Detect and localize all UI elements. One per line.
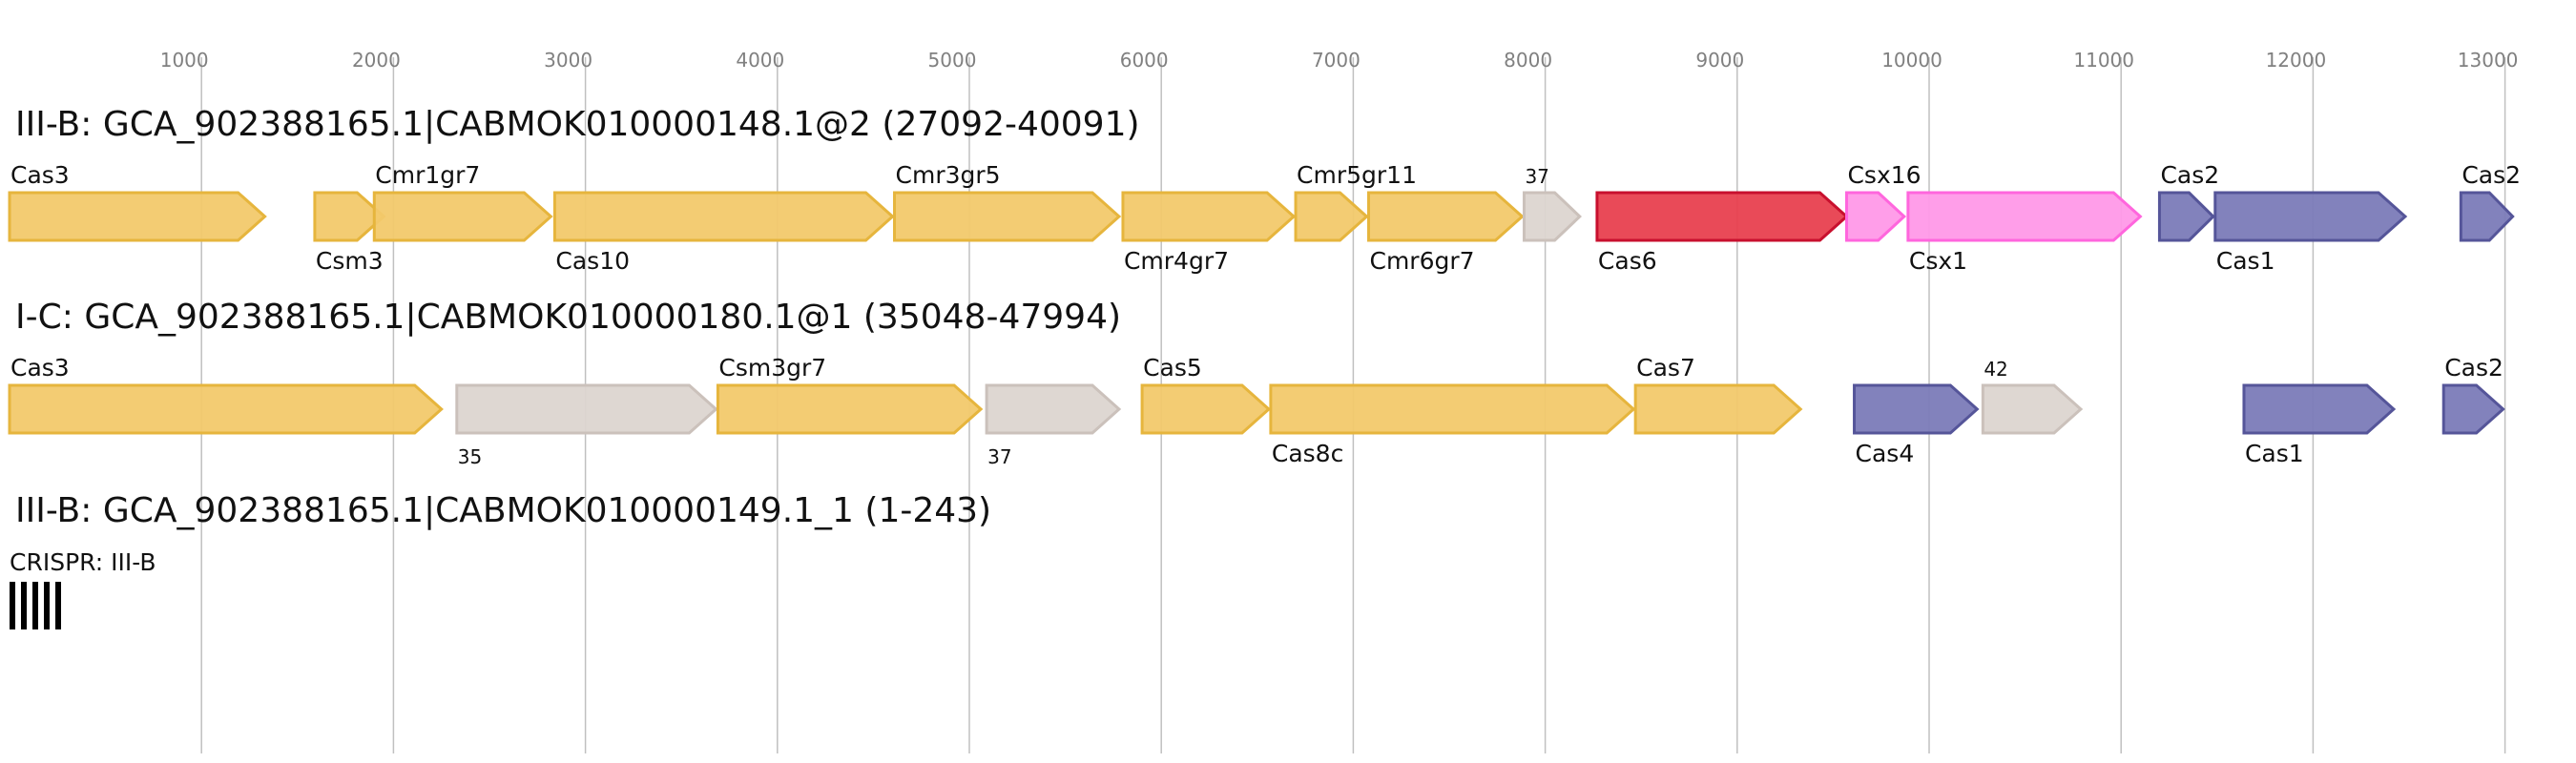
gene-label: Cas2 bbox=[2444, 354, 2503, 382]
track: I-C: GCA_902388165.1|CABMOK010000180.1@1… bbox=[8, 298, 2505, 468]
gene-label: 37 bbox=[1525, 165, 1548, 188]
gene-arrow[interactable] bbox=[1906, 191, 2143, 242]
gene-arrow[interactable] bbox=[455, 383, 718, 435]
crispr-repeat bbox=[55, 582, 61, 629]
tick-label: 8000 bbox=[1504, 49, 1552, 72]
tick-label: 3000 bbox=[544, 49, 592, 72]
gene-arrow[interactable] bbox=[2157, 191, 2215, 242]
gene-label: Cmr6gr7 bbox=[1369, 247, 1474, 275]
gene-label: Cas7 bbox=[1636, 354, 1695, 382]
tick-label: 5000 bbox=[928, 49, 977, 72]
crispr-repeat bbox=[21, 582, 27, 629]
tick-label: 11000 bbox=[2073, 49, 2134, 72]
gene-arrow[interactable] bbox=[1366, 191, 1525, 242]
gene-label: Cmr4gr7 bbox=[1124, 247, 1229, 275]
gene-label: Cas10 bbox=[555, 247, 630, 275]
gene-label: 42 bbox=[1984, 358, 2007, 381]
tick-label: 10000 bbox=[1881, 49, 1942, 72]
tracks: III-B: GCA_902388165.1|CABMOK010000148.1… bbox=[8, 105, 2521, 629]
gene-arrow[interactable] bbox=[1269, 383, 1636, 435]
gene-arrow[interactable] bbox=[8, 191, 267, 242]
tick-label: 2000 bbox=[352, 49, 401, 72]
gene-label: Cas2 bbox=[2462, 161, 2521, 189]
tick-label: 6000 bbox=[1120, 49, 1169, 72]
tick-label: 13000 bbox=[2458, 49, 2519, 72]
gene-label: Csx1 bbox=[1909, 247, 1967, 275]
gene-label: Cmr1gr7 bbox=[375, 161, 480, 189]
tick-label: 12000 bbox=[2266, 49, 2327, 72]
gene-arrow[interactable] bbox=[716, 383, 984, 435]
gene-label: Cas3 bbox=[10, 161, 70, 189]
gene-label: Csm3gr7 bbox=[718, 354, 826, 382]
gene-arrow[interactable] bbox=[372, 191, 553, 242]
gene-arrow[interactable] bbox=[893, 191, 1122, 242]
track-title: III-B: GCA_902388165.1|CABMOK010000148.1… bbox=[15, 105, 1140, 144]
track-title: III-B: GCA_902388165.1|CABMOK010000149.1… bbox=[15, 491, 991, 530]
gene-arrow[interactable] bbox=[985, 383, 1122, 435]
gene-label: Csm3 bbox=[316, 247, 384, 275]
crispr-repeat bbox=[44, 582, 50, 629]
track-title: I-C: GCA_902388165.1|CABMOK010000180.1@1… bbox=[15, 298, 1121, 337]
gene-label: Cas3 bbox=[10, 354, 70, 382]
gene-label: Cmr3gr5 bbox=[896, 161, 1001, 189]
gene-label: 35 bbox=[458, 445, 482, 468]
crispr-array-label: CRISPR: III-B bbox=[10, 548, 156, 576]
gene-label: Cas1 bbox=[2216, 247, 2275, 275]
gene-arrow[interactable] bbox=[1121, 191, 1297, 242]
gene-arrow[interactable] bbox=[1140, 383, 1272, 435]
gene-arrow[interactable] bbox=[8, 383, 444, 435]
tick-label: 4000 bbox=[736, 49, 784, 72]
gene-arrow[interactable] bbox=[1844, 191, 1907, 242]
gene-label: Cas1 bbox=[2245, 440, 2304, 467]
gene-arrow[interactable] bbox=[1633, 383, 1803, 435]
gene-arrow[interactable] bbox=[1981, 383, 2084, 435]
gene-arrow[interactable] bbox=[313, 191, 386, 242]
gene-arrow[interactable] bbox=[2459, 191, 2515, 242]
tick-label: 9000 bbox=[1695, 49, 1744, 72]
crispr-repeat bbox=[32, 582, 38, 629]
gene-arrow[interactable] bbox=[552, 191, 895, 242]
gene-arrow[interactable] bbox=[2213, 191, 2408, 242]
gene-arrow[interactable] bbox=[2242, 383, 2397, 435]
gene-arrow[interactable] bbox=[2441, 383, 2505, 435]
gene-label: Cas2 bbox=[2160, 161, 2219, 189]
track: III-B: GCA_902388165.1|CABMOK010000148.1… bbox=[8, 105, 2521, 275]
gene-arrow[interactable] bbox=[1522, 191, 1582, 242]
gene-arrow[interactable] bbox=[1294, 191, 1369, 242]
tick-label: 7000 bbox=[1312, 49, 1361, 72]
gene-label: Cas6 bbox=[1598, 247, 1657, 275]
gene-label: 37 bbox=[987, 445, 1011, 468]
gene-arrow[interactable] bbox=[1595, 191, 1849, 242]
gene-label: Cas4 bbox=[1856, 440, 1915, 467]
track: III-B: GCA_902388165.1|CABMOK010000149.1… bbox=[10, 491, 991, 629]
gene-arrow[interactable] bbox=[1853, 383, 1980, 435]
tick-label: 1000 bbox=[160, 49, 209, 72]
gene-label: Cas8c bbox=[1272, 440, 1343, 467]
crispr-repeat bbox=[10, 582, 15, 629]
gene-label: Cmr5gr11 bbox=[1297, 161, 1417, 189]
gene-label: Cas5 bbox=[1143, 354, 1202, 382]
gene-label: Csx16 bbox=[1847, 161, 1921, 189]
